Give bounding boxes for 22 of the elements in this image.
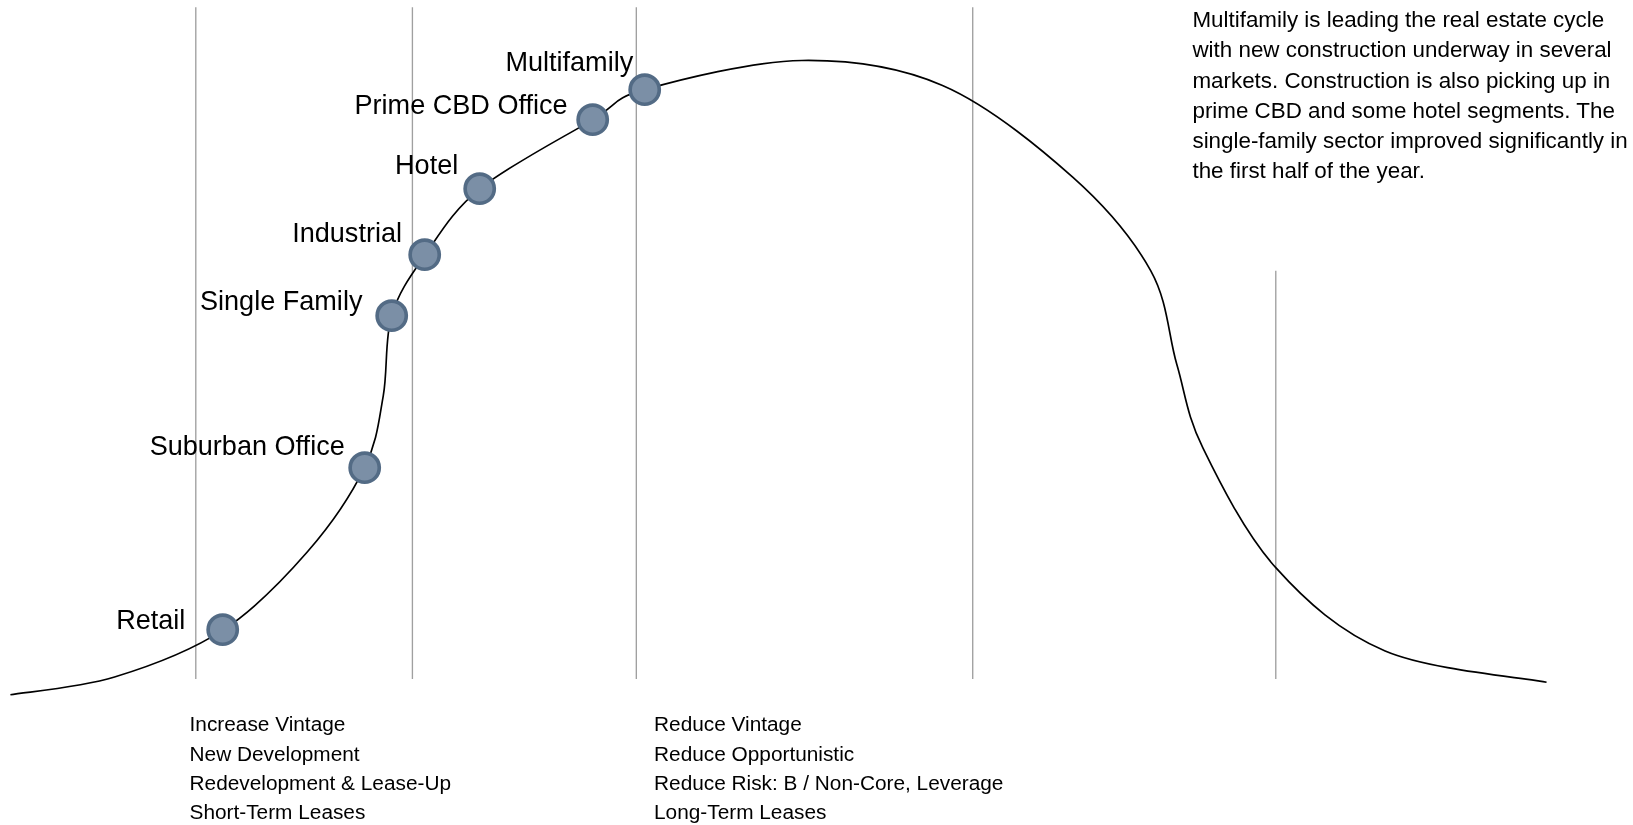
sector-label: Suburban Office bbox=[149, 429, 345, 462]
sector-label: Multifamily bbox=[505, 46, 634, 79]
dot-marker bbox=[462, 170, 498, 207]
strategy-text: Increase Vintage bbox=[189, 712, 346, 737]
strategy-text: Redevelopment & Lease-Up bbox=[189, 770, 451, 795]
dot-marker bbox=[205, 612, 241, 648]
strategy-text: Long-Term Leases bbox=[654, 799, 827, 824]
sector-label: Industrial bbox=[292, 217, 402, 250]
sector-label: Prime CBD Office bbox=[354, 89, 568, 122]
dot-marker bbox=[373, 297, 410, 334]
sector-label: Retail bbox=[116, 603, 186, 636]
dot-marker bbox=[407, 237, 443, 273]
commentary-paragraph: Multifamily is leading the real estate cycle with new construction underway in several markets. Construction is also picking up in prime CBD and some hotel segments. The single-family sector improved significantly in the first half of the year. bbox=[1192, 6, 1629, 186]
strategy-text: Reduce Vintage bbox=[654, 712, 802, 737]
dot-marker bbox=[574, 102, 611, 138]
strategy-text: Reduce Risk: B / Non-Core, Leverage bbox=[654, 770, 1004, 795]
strategy-text: Reduce Opportunistic bbox=[654, 741, 855, 766]
sector-label: Hotel bbox=[395, 148, 459, 181]
sector-label: Single Family bbox=[200, 284, 363, 317]
strategy-text: New Development bbox=[189, 741, 360, 766]
strategy-text: Short-Term Leases bbox=[189, 799, 366, 824]
dot-marker bbox=[346, 449, 383, 486]
